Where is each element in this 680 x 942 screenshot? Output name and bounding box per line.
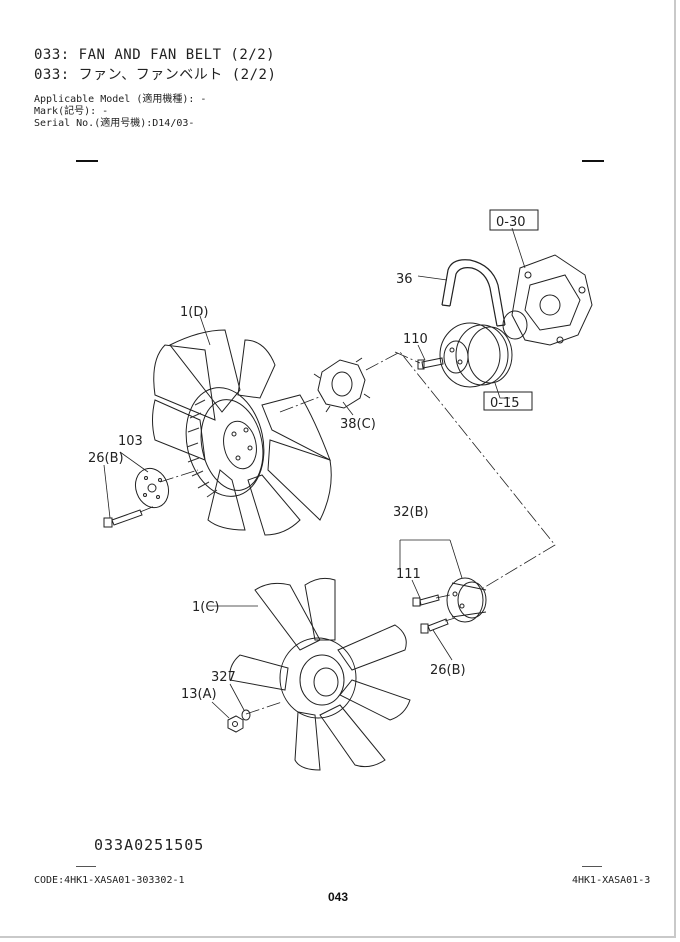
callout-1c: 1(C) bbox=[192, 600, 220, 615]
top-right-dash bbox=[582, 160, 604, 162]
applicable-model: Applicable Model (適用機種): - bbox=[34, 94, 207, 105]
callout-26b-top: 26(B) bbox=[88, 451, 124, 466]
callout-26b-bottom: 26(B) bbox=[430, 663, 466, 678]
callout-327: 327 bbox=[211, 670, 236, 685]
callout-32b: 32(B) bbox=[393, 505, 429, 520]
ref-box-030 bbox=[489, 209, 539, 231]
washer-327 bbox=[241, 709, 251, 721]
bolt-111 bbox=[412, 594, 440, 607]
washer-103 bbox=[134, 467, 170, 509]
bolt-110 bbox=[417, 357, 444, 370]
footer-code-right: 4HK1-XASA01-3 bbox=[572, 875, 651, 886]
page-number: 043 bbox=[327, 890, 349, 904]
fan-1c bbox=[229, 577, 411, 771]
ref-030-label: 0-30 bbox=[496, 215, 526, 230]
ref-box-015 bbox=[483, 391, 533, 411]
bolt-26b-top bbox=[103, 509, 143, 528]
fan-clutch-38c bbox=[313, 357, 371, 413]
callout-111: 111 bbox=[396, 567, 421, 582]
illustration-id: 033A0251505 bbox=[94, 836, 205, 854]
top-left-dash bbox=[76, 160, 98, 162]
fan-1d bbox=[152, 329, 332, 536]
callout-13a: 13(A) bbox=[181, 687, 217, 702]
footer-code-left: CODE:4HK1-XASA01-303302-1 bbox=[34, 875, 185, 886]
assembly-lines bbox=[139, 351, 556, 715]
nut-13a bbox=[227, 715, 244, 733]
page-title-en: 033: FAN AND FAN BELT (2/2) bbox=[34, 47, 276, 63]
page-title-jp: 033: ファン、ファンベルト (2/2) bbox=[34, 67, 277, 83]
mark-field: Mark(記号): - bbox=[34, 106, 109, 117]
callout-1d: 1(D) bbox=[180, 305, 208, 320]
ref-015-label: 0-15 bbox=[490, 396, 520, 411]
fan-belt-36 bbox=[441, 259, 506, 327]
footer-right-line bbox=[582, 866, 602, 867]
pulley-32b bbox=[446, 577, 487, 623]
water-pump-pulley bbox=[439, 322, 513, 388]
callout-110: 110 bbox=[403, 332, 428, 347]
bolt-26b-bottom bbox=[420, 618, 449, 634]
callout-36: 36 bbox=[396, 272, 413, 287]
leader-lines bbox=[103, 227, 526, 719]
footer-left-line bbox=[76, 866, 96, 867]
callout-103: 103 bbox=[118, 434, 143, 449]
water-pump bbox=[502, 254, 593, 346]
serial-number: Serial No.(適用号機):D14/03- bbox=[34, 118, 195, 129]
callout-38c: 38(C) bbox=[340, 417, 376, 432]
